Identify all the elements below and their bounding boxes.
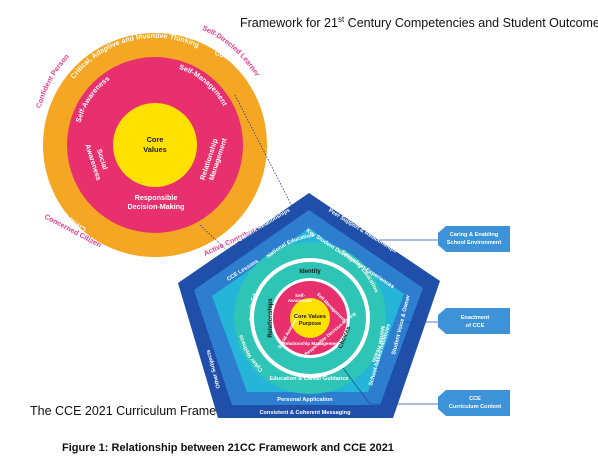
personal-application-label: Personal Application xyxy=(277,397,333,403)
framework-title-superscript: st xyxy=(337,15,345,24)
framework-title-rest: Century Competencies and Student Outcome… xyxy=(344,16,598,31)
identity-label: Identity xyxy=(299,269,321,275)
inner-awareness-label: Awareness xyxy=(288,298,313,303)
callout-caring-line-2: School Environment xyxy=(447,240,502,246)
cce-purpose-label: Purpose xyxy=(299,321,321,327)
callout-caring xyxy=(438,226,510,252)
cce-frame-title: The CCE 2021 Curriculum Frame xyxy=(30,404,217,418)
figure-caption: Figure 1: Relationship between 21CC Fram… xyxy=(62,442,394,454)
core-values-label-1: Core xyxy=(147,135,164,144)
cce-core-values-circle xyxy=(290,298,330,338)
framework-title-main: Framework for 21 xyxy=(240,16,338,31)
cce-core-values-label: Core Values xyxy=(294,314,326,320)
callout-content-line-2: Curriculum Content xyxy=(449,404,502,410)
connector-line xyxy=(199,224,297,316)
decision-making-label-2: Decision-Making xyxy=(127,202,184,211)
education-career-label: Education & Career Guidance xyxy=(270,376,349,382)
connector-line xyxy=(234,94,341,301)
inner-relationship-label: Relationship Management xyxy=(283,341,340,346)
core-values-label-2: Values xyxy=(143,145,166,154)
callout-connector xyxy=(342,367,438,405)
core-values-circle xyxy=(113,103,197,187)
callout-enactment xyxy=(438,308,510,334)
decision-making-label-1: Responsible xyxy=(135,193,178,202)
callout-enactment-line-2: of CCE xyxy=(466,323,485,329)
callout-content xyxy=(438,390,510,416)
callout-content-line-1: CCE xyxy=(469,396,481,402)
callout-enactment-line-1: Enactment xyxy=(461,315,490,321)
callout-caring-line-1: Caring & Enabling xyxy=(450,232,499,238)
consistent-messaging-label: Consistent & Coherent Messaging xyxy=(259,410,351,416)
framework-title: Framework for 21st Century Competencies … xyxy=(240,15,598,30)
relationships-label: Relationships xyxy=(268,298,274,338)
inner-self-label: Self- xyxy=(295,293,305,298)
